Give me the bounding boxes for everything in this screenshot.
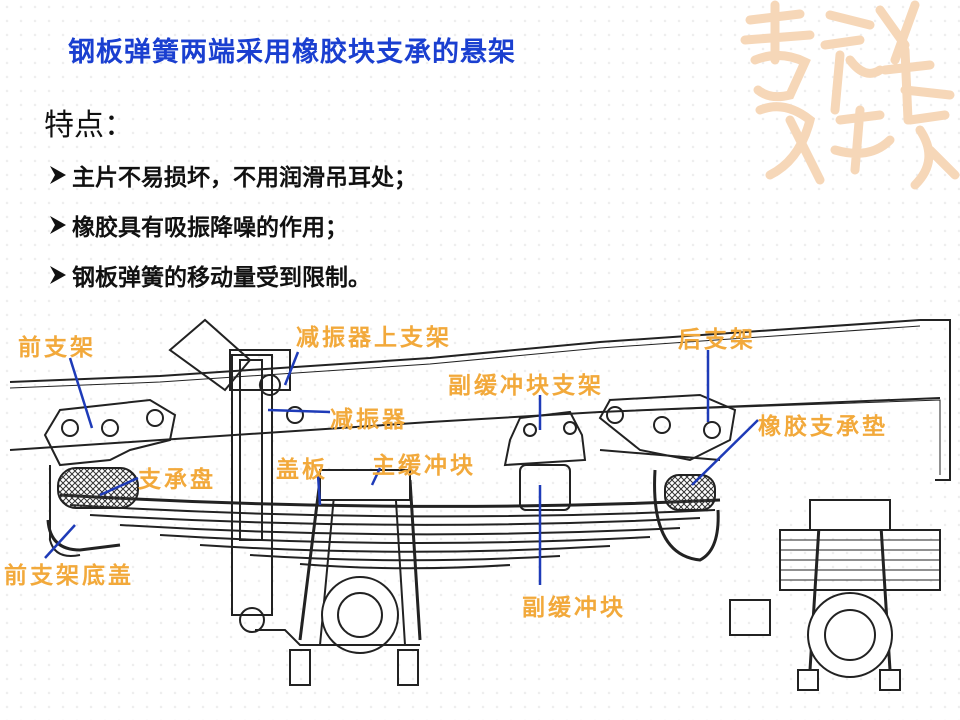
- axle-assembly: [255, 469, 422, 686]
- feature-item: 钢板弹簧的移动量受到限制。: [46, 250, 417, 300]
- label-rubber-pad: 橡胶支承垫: [758, 413, 888, 440]
- feature-text: 钢板弹簧的移动量受到限制。: [72, 265, 371, 291]
- rear-rubber-pad: [664, 474, 716, 511]
- feature-text: 橡胶具有吸振降噪的作用；: [72, 215, 348, 241]
- rear-bracket: [598, 393, 737, 462]
- front-rubber-pad: [57, 467, 139, 509]
- label-rear-bracket: 后支架: [678, 326, 756, 353]
- label-cover-plate: 盖板: [276, 456, 328, 483]
- feature-text: 主片不易损坏，不用润滑吊耳处；: [72, 165, 417, 191]
- aux-bumper-bracket: [503, 410, 587, 511]
- frame-rail: [9, 319, 921, 383]
- leader-cover-plate: [316, 474, 322, 506]
- slide-title: 钢板弹簧两端采用橡胶块支承的悬架: [68, 37, 516, 68]
- rear-axle-end-view: [729, 499, 941, 691]
- leader-front-cover: [44, 524, 76, 559]
- feature-item: 橡胶具有吸振降噪的作用；: [46, 200, 417, 250]
- front-bracket: [43, 398, 177, 557]
- label-aux-bumper: 副缓冲块: [522, 594, 626, 621]
- label-front-bracket: 前支架: [18, 334, 96, 361]
- suspension-diagram: [9, 318, 951, 691]
- label-shock-upper-bracket: 减振器上支架: [296, 324, 452, 351]
- label-main-bumper: 主缓冲块: [372, 452, 476, 479]
- label-support-plate: 支承盘: [138, 466, 216, 493]
- arrow-bullet-icon: [50, 266, 66, 284]
- arrow-bullet-icon: [50, 166, 66, 184]
- features-list: 主片不易损坏，不用润滑吊耳处； 橡胶具有吸振降噪的作用； 钢板弹簧的移动量受到限…: [46, 150, 417, 300]
- label-aux-bumper-bracket: 副缓冲块支架: [448, 372, 604, 399]
- leader-rubber-pad: [691, 419, 759, 486]
- arrow-bullet-icon: [50, 216, 66, 234]
- label-shock-absorber: 减振器: [330, 406, 408, 433]
- leaf-spring: [59, 493, 721, 570]
- watermark-decoration: [740, 0, 960, 190]
- features-heading: 特点：: [44, 108, 134, 143]
- shock-absorber: [168, 318, 304, 633]
- feature-item: 主片不易损坏，不用润滑吊耳处；: [46, 150, 417, 200]
- leader-shock: [267, 408, 331, 414]
- leader-main-bumper: [370, 467, 382, 486]
- leader-shock-upper: [283, 351, 300, 386]
- leader-front-bracket: [68, 357, 94, 429]
- frame-rail-lower: [9, 397, 941, 451]
- label-front-bracket-cover: 前支架底盖: [4, 562, 134, 589]
- leader-support-plate: [99, 476, 139, 497]
